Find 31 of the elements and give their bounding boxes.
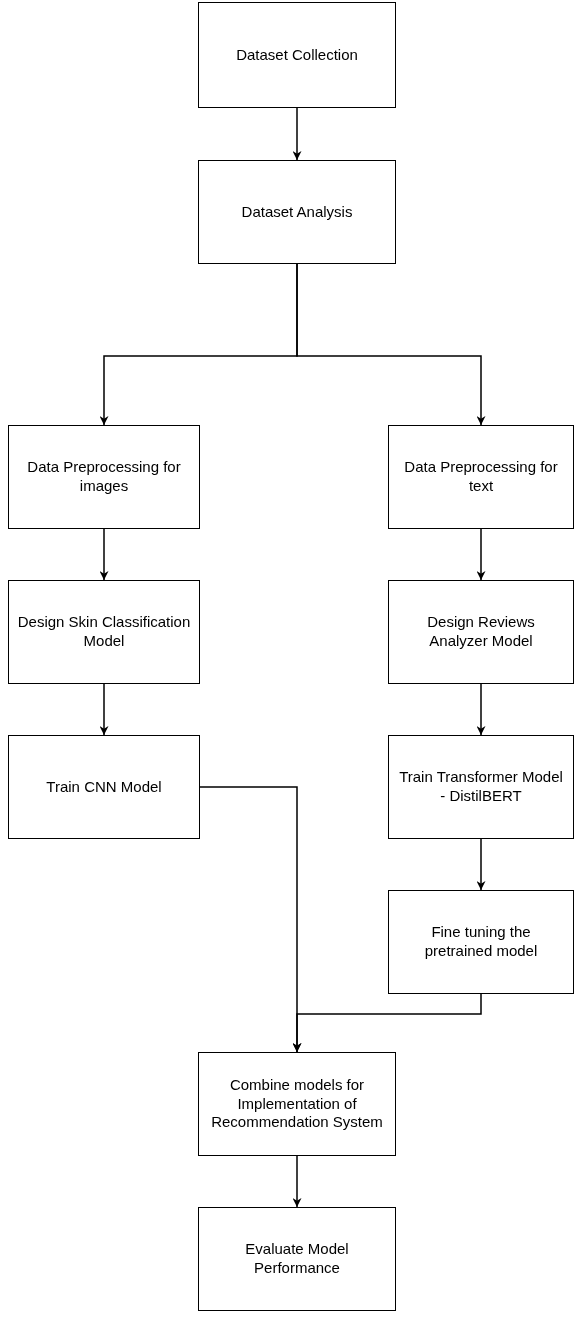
arrow — [292, 993, 482, 1053]
box-label: Dataset Analysis — [241, 202, 353, 222]
box-label: Design Reviews Analyzer Model — [426, 613, 536, 651]
arrow — [296, 263, 486, 426]
arrow — [292, 1155, 302, 1208]
process-box — [8, 735, 200, 839]
box-label: Train CNN Model — [46, 777, 162, 797]
box-label: Data Preprocessing for text — [403, 458, 559, 496]
box-label: Design Skin Classification Model — [17, 613, 191, 651]
box-label: Train Transformer Model - DistilBERT — [398, 768, 564, 806]
box-label: Data Preprocessing for images — [26, 458, 182, 496]
box-label: Dataset Collection — [236, 45, 358, 65]
box-label: Combine models for Implementation of Recommendation System — [210, 1075, 384, 1133]
process-box — [198, 2, 396, 108]
process-box — [8, 580, 200, 684]
arrow — [99, 528, 109, 581]
arrow — [99, 683, 109, 736]
box-label: Evaluate Model Performance — [244, 1240, 350, 1278]
arrow — [476, 528, 486, 581]
arrow — [476, 838, 486, 891]
process-box — [198, 160, 396, 264]
process-box — [8, 425, 200, 529]
arrow — [476, 683, 486, 736]
process-box — [198, 1207, 396, 1311]
process-box — [388, 580, 574, 684]
process-box — [388, 890, 574, 994]
box-label: Fine tuning the pretrained model — [423, 923, 539, 961]
process-box — [388, 735, 574, 839]
process-box — [198, 1052, 396, 1156]
process-box — [388, 425, 574, 529]
arrow — [292, 107, 302, 161]
